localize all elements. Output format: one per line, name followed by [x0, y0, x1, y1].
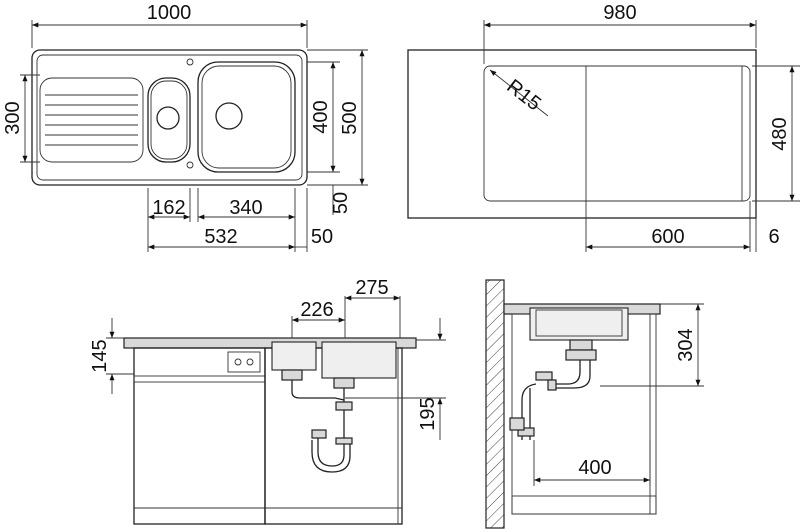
dim-overall-depth: 500 [339, 101, 361, 134]
drain-pipework [281, 369, 355, 473]
dim-cutout-depth: 480 [769, 117, 791, 150]
side-installation-view: 304 400 [485, 279, 704, 529]
small-bowl [147, 58, 194, 169]
side-drain-pipework [509, 339, 597, 440]
drainer-area [39, 77, 144, 163]
dim-small-bowl-width: 162 [152, 197, 185, 219]
dim-edge-offset: 6 [768, 226, 779, 248]
dim-bowls-total: 532 [204, 226, 237, 248]
dim-bowl-center: 275 [355, 277, 388, 299]
dim-edge-right: 50 [311, 226, 333, 248]
sink-top-view: 1000 300 400 500 50 162 340 532 [2, 2, 368, 252]
dim-bowl-depth: 304 [675, 328, 697, 361]
main-bowl [197, 61, 296, 173]
wall [485, 279, 505, 529]
dim-edge-depth: 50 [330, 192, 352, 214]
cutout-top-view: R15 980 480 600 6 [407, 2, 800, 252]
dim-bowl-offset: 600 [651, 226, 684, 248]
dim-worktop-depth: 145 [89, 339, 111, 372]
front-installation-view: 226 275 145 195 [89, 277, 446, 525]
dim-overall-width: 1000 [147, 2, 192, 24]
dim-wall-distance: 400 [578, 457, 611, 479]
dim-drain-height: 195 [417, 397, 439, 430]
dim-height-left: 300 [2, 101, 24, 134]
dim-bowl-height: 400 [310, 100, 332, 133]
dim-drain-spacing: 226 [300, 299, 333, 321]
dim-cutout-width: 980 [603, 2, 636, 24]
dim-radius: R15 [502, 75, 544, 115]
dim-main-bowl-width: 340 [229, 197, 262, 219]
